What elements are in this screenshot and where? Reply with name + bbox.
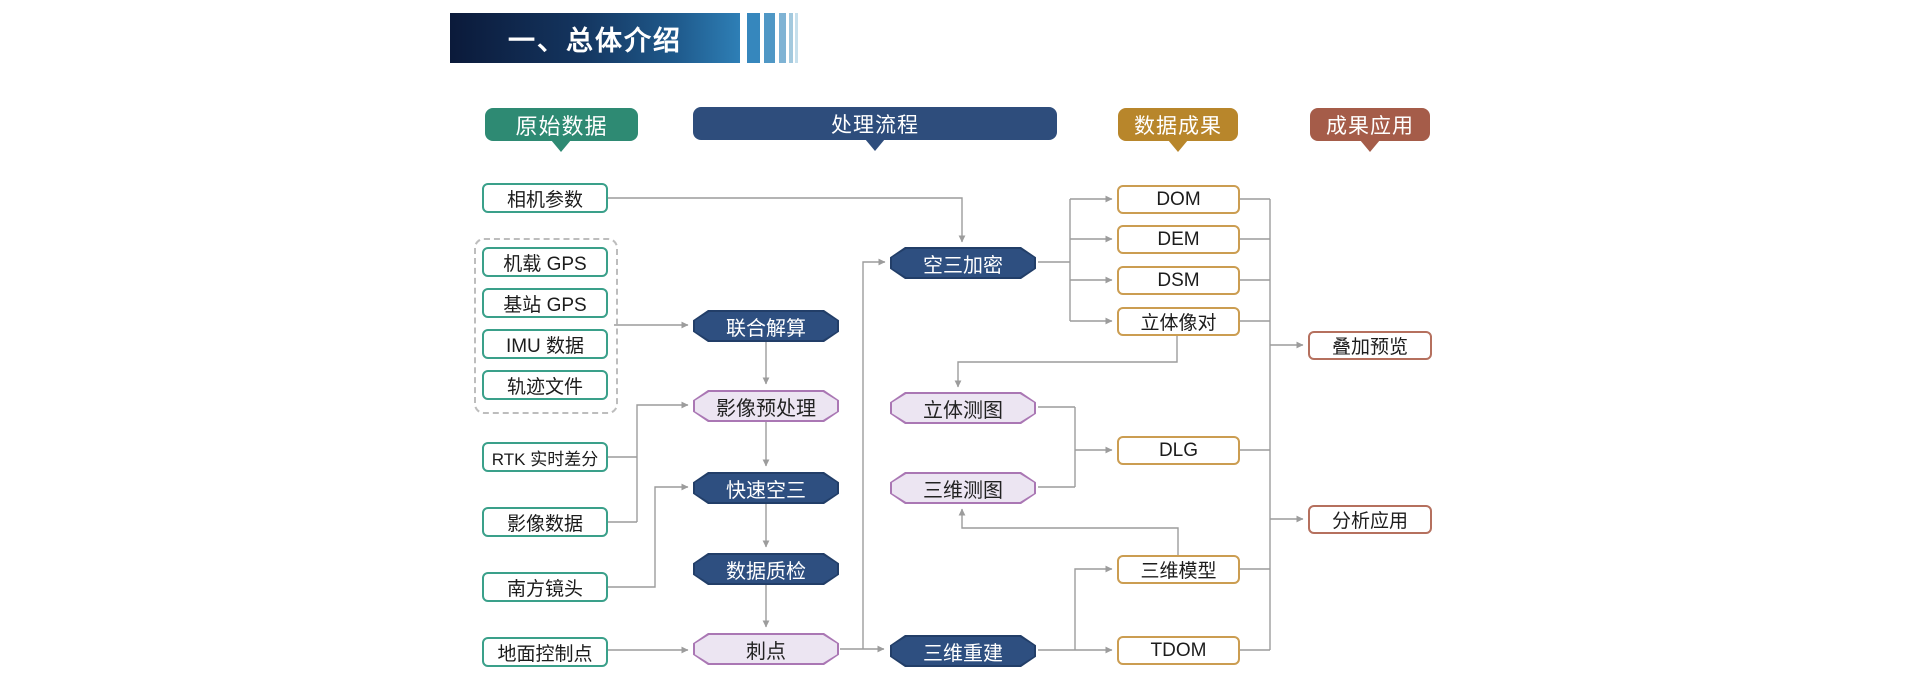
node-stereo-mapping: 立体测图	[890, 392, 1036, 424]
node-dom: DOM	[1117, 185, 1240, 214]
connector-model3d-to-mapping3d	[958, 508, 1179, 555]
node-airborne-gps: 机载 GPS	[482, 247, 608, 277]
column-header-label: 数据成果	[1134, 114, 1222, 138]
column-pointer-raw-data	[551, 140, 571, 152]
node-dem: DEM	[1117, 225, 1240, 254]
column-header-applications: 成果应用	[1310, 108, 1430, 141]
node-label: 刺点	[746, 640, 786, 663]
column-header-results: 数据成果	[1118, 108, 1238, 141]
node-3d-model: 三维模型	[1117, 555, 1240, 584]
node-point-marking: 刺点	[693, 633, 839, 665]
node-stereo-pair: 立体像对	[1117, 307, 1240, 336]
hex-shape	[695, 474, 838, 503]
node-label: 联合解算	[726, 317, 806, 340]
connector-stereopair-to-stereomapping	[954, 336, 1178, 388]
connector-reconstruction-to-model3d	[1074, 565, 1113, 650]
hex-shape	[892, 249, 1035, 278]
banner-stripe-4	[789, 13, 793, 63]
node-fast-aerotriangulation: 快速空三	[693, 472, 839, 504]
node-image-data: 影像数据	[482, 507, 608, 537]
node-label: 立体测图	[923, 399, 1003, 422]
node-tdom: TDOM	[1117, 636, 1240, 665]
node-label: 三维测图	[923, 479, 1003, 502]
node-analysis-application: 分析应用	[1308, 505, 1432, 534]
column-header-process: 处理流程	[693, 107, 1057, 140]
banner-stripe-1	[747, 13, 760, 63]
node-label: 三维重建	[923, 642, 1003, 665]
hex-shape	[695, 555, 838, 584]
column-header-label: 处理流程	[831, 113, 919, 137]
banner-stripe-3	[779, 13, 786, 63]
column-pointer-process	[865, 139, 885, 151]
column-pointer-results	[1168, 140, 1188, 152]
gps-group-frame	[474, 238, 618, 414]
node-label: 数据质检	[726, 560, 806, 583]
node-joint-solution: 联合解算	[693, 310, 839, 342]
column-header-label: 原始数据	[515, 113, 608, 139]
node-rtk: RTK 实时差分	[482, 442, 608, 472]
node-data-qc: 数据质检	[693, 553, 839, 585]
node-ground-control-points: 地面控制点	[482, 637, 608, 667]
node-label: 影像预处理	[716, 397, 816, 420]
connector-southlens-to-fastat	[608, 483, 689, 588]
node-south-lens: 南方镜头	[482, 572, 608, 602]
hex-shape	[695, 392, 838, 421]
node-label: 空三加密	[923, 254, 1003, 277]
section-title: 一、总体介绍	[508, 25, 682, 56]
hex-shape	[892, 637, 1035, 666]
hex-shape	[892, 394, 1035, 423]
column-header-label: 成果应用	[1326, 114, 1414, 138]
node-camera-params: 相机参数	[482, 183, 608, 213]
node-3d-mapping: 三维测图	[890, 472, 1036, 504]
hex-shape	[695, 635, 838, 664]
connector-camera-to-densification	[608, 197, 966, 243]
node-at-densification: 空三加密	[890, 247, 1036, 279]
node-overlay-preview: 叠加预览	[1308, 331, 1432, 360]
banner-stripe-5	[795, 13, 798, 63]
hex-shape	[695, 312, 838, 341]
node-dlg: DLG	[1117, 436, 1240, 465]
connector-marking-to-densification	[862, 258, 886, 649]
node-image-preprocess: 影像预处理	[693, 390, 839, 422]
connector-rtk-image-to-preprocess	[636, 401, 689, 522]
node-dsm: DSM	[1117, 266, 1240, 295]
banner-stripe-2	[764, 13, 775, 63]
node-trajectory-file: 轨迹文件	[482, 370, 608, 400]
node-base-gps: 基站 GPS	[482, 288, 608, 318]
column-pointer-applications	[1360, 140, 1380, 152]
node-label: 快速空三	[726, 479, 806, 502]
column-header-raw-data: 原始数据	[485, 108, 638, 141]
node-3d-reconstruction: 三维重建	[890, 635, 1036, 667]
section-title-banner: 一、总体介绍	[450, 13, 740, 63]
hex-shape	[892, 474, 1035, 503]
node-imu-data: IMU 数据	[482, 329, 608, 359]
